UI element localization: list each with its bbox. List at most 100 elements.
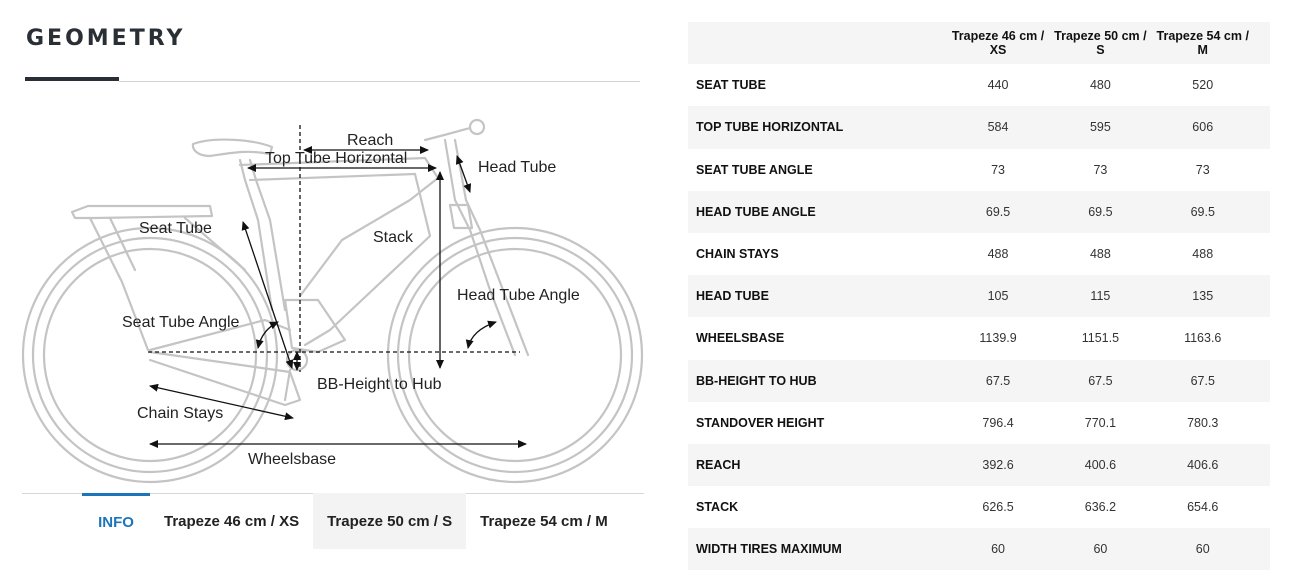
cell-value: 69.5 <box>1190 204 1215 219</box>
table-spacer <box>1254 486 1270 528</box>
label-seat-tube-angle: Seat Tube Angle <box>122 314 240 331</box>
cell-value: 1151.5 <box>1081 331 1120 346</box>
table-row: STACK 626.5 636.2 654.6 <box>688 486 1270 529</box>
cell-value: 135 <box>1192 289 1214 304</box>
label-top-tube-horizontal: Top Tube Horizontal <box>265 150 407 167</box>
cell-value: 67.5 <box>985 373 1011 388</box>
table-row: HEAD TUBE 105 115 135 <box>688 275 1270 318</box>
table-row: SEAT TUBE ANGLE 73 73 73 <box>688 148 1270 191</box>
cell-value: 780.3 <box>1187 415 1219 430</box>
label-head-tube: Head Tube <box>478 159 556 176</box>
table-row: CHAIN STAYS 488 488 488 <box>688 232 1270 276</box>
geometry-panel: GEOMETRY <box>21 26 644 549</box>
dimension-lines <box>148 125 527 448</box>
label-chain-stays: Chain Stays <box>137 405 223 422</box>
cell-value: 69.5 <box>985 204 1011 219</box>
cell-value: 1139.9 <box>979 331 1017 346</box>
cell-value: 392.6 <box>982 457 1014 472</box>
label-wheelbase: Wheelsbase <box>248 451 336 468</box>
row-label: REACH <box>696 457 741 472</box>
row-label: SEAT TUBE <box>696 78 766 93</box>
cell-value: 595 <box>1089 120 1111 135</box>
table-spacer <box>1254 402 1270 444</box>
cell-value: 440 <box>987 78 1009 93</box>
cell-value: 115 <box>1090 289 1111 304</box>
row-label: HEAD TUBE <box>696 289 769 304</box>
row-label: STACK <box>696 500 739 515</box>
cell-value: 488 <box>1089 247 1111 262</box>
table-row: REACH 392.6 400.6 406.6 <box>688 443 1270 487</box>
page-title: GEOMETRY <box>26 26 186 51</box>
row-label: TOP TUBE HORIZONTAL <box>696 120 844 135</box>
table-row: WHEELSBASE 1139.9 1151.5 1163.6 <box>688 317 1270 360</box>
table-spacer <box>1254 360 1270 402</box>
table-row: STANDOVER HEIGHT 796.4 770.1 780.3 <box>688 401 1270 444</box>
label-head-tube-angle: Head Tube Angle <box>457 287 580 304</box>
table-row: BB-HEIGHT TO HUB 67.5 67.5 67.5 <box>688 359 1270 402</box>
row-label: HEAD TUBE ANGLE <box>696 204 816 219</box>
row-label: SEAT TUBE ANGLE <box>696 162 813 177</box>
cell-value: 406.6 <box>1187 457 1219 472</box>
table-row: SEAT TUBE 440 480 520 <box>688 64 1270 107</box>
tab-trapeze-50-s[interactable]: Trapeze 50 cm / S <box>313 493 467 549</box>
table-spacer <box>1254 444 1270 486</box>
cell-value: 105 <box>987 289 1009 304</box>
cell-value: 73 <box>1195 162 1210 177</box>
cell-value: 606 <box>1192 120 1214 135</box>
tab-trapeze-46-xs[interactable]: Trapeze 46 cm / XS <box>164 512 300 530</box>
row-label: BB-HEIGHT TO HUB <box>696 373 817 388</box>
table-spacer <box>1254 191 1270 233</box>
cell-value: 520 <box>1192 78 1214 93</box>
row-label: STANDOVER HEIGHT <box>696 415 825 430</box>
size-tabs: INFO Trapeze 46 cm / XS Trapeze 50 cm / … <box>82 493 622 549</box>
row-label: WHEELSBASE <box>696 331 785 346</box>
cell-value: 60 <box>1195 542 1210 557</box>
tab-trapeze-54-m[interactable]: Trapeze 54 cm / M <box>480 512 608 530</box>
tab-info[interactable]: INFO <box>82 493 150 549</box>
table-spacer <box>1254 106 1270 148</box>
cell-value: 69.5 <box>1088 204 1113 219</box>
title-underline <box>25 77 119 81</box>
cell-value: 60 <box>991 542 1005 557</box>
table-spacer <box>1254 275 1270 317</box>
table-header-row: Trapeze 46 cm / XS Trapeze 50 cm / S Tra… <box>688 22 1270 65</box>
table-row: TOP TUBE HORIZONTAL 584 595 606 <box>688 106 1270 149</box>
cell-value: 488 <box>1192 247 1214 262</box>
table-spacer <box>1254 22 1270 64</box>
cell-value: 584 <box>987 120 1009 135</box>
column-header: Trapeze 46 cm / XS <box>951 29 1045 58</box>
cell-value: 73 <box>1093 162 1108 177</box>
table-row: WIDTH TIRES MAXIMUM 60 60 60 <box>688 528 1270 571</box>
table-spacer <box>1254 528 1270 570</box>
table-row: HEAD TUBE ANGLE 69.5 69.5 69.5 <box>688 190 1270 233</box>
column-header: Trapeze 54 cm / M <box>1156 29 1249 58</box>
cell-value: 770.1 <box>1084 415 1117 430</box>
table-spacer <box>1254 317 1270 359</box>
table-spacer <box>1254 233 1270 275</box>
cell-value: 626.5 <box>982 500 1014 515</box>
cell-value: 60 <box>1093 542 1108 557</box>
cell-value: 636.2 <box>1084 500 1117 515</box>
cell-value: 480 <box>1089 78 1111 93</box>
cell-value: 400.6 <box>1084 457 1117 472</box>
cell-value: 73 <box>991 162 1005 177</box>
table-header-empty <box>688 22 947 64</box>
title-divider <box>119 81 640 82</box>
label-seat-tube: Seat Tube <box>139 220 212 237</box>
dimension-labels: Reach Top Tube Horizontal Head Tube Seat… <box>122 132 580 468</box>
table-spacer <box>1254 149 1270 191</box>
cell-value: 67.5 <box>1088 373 1113 388</box>
column-header: Trapeze 50 cm / S <box>1054 29 1147 58</box>
cell-value: 1163.6 <box>1184 331 1222 346</box>
cell-value: 488 <box>987 247 1009 262</box>
cell-value: 67.5 <box>1190 373 1215 388</box>
row-label: CHAIN STAYS <box>696 247 779 262</box>
geometry-table: Trapeze 46 cm / XS Trapeze 50 cm / S Tra… <box>688 22 1270 571</box>
cell-value: 796.4 <box>982 415 1014 430</box>
label-stack: Stack <box>373 229 414 246</box>
row-label: WIDTH TIRES MAXIMUM <box>696 542 842 557</box>
label-reach: Reach <box>347 132 393 149</box>
cell-value: 654.6 <box>1187 500 1219 515</box>
bike-geometry-diagram: Reach Top Tube Horizontal Head Tube Seat… <box>21 118 644 484</box>
label-bb-height-to-hub: BB-Height to Hub <box>317 376 442 393</box>
